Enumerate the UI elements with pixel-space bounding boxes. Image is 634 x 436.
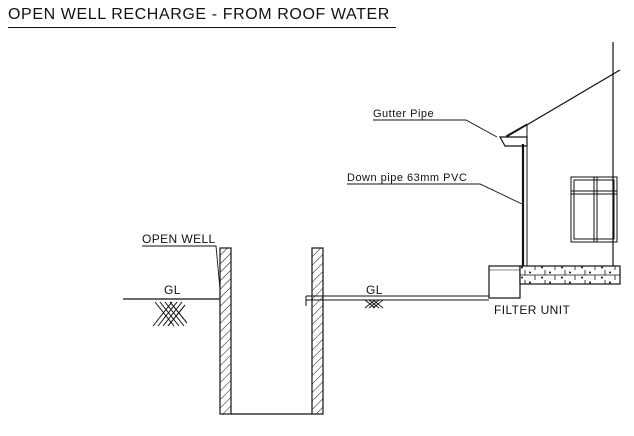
filter-unit-box [488, 265, 521, 299]
label-gutter-pipe: Gutter Pipe [373, 108, 434, 120]
gutter [498, 136, 528, 147]
well-wall-right [311, 247, 324, 415]
roof-line [502, 69, 621, 140]
label-open-well: OPEN WELL [142, 232, 216, 246]
well-wall-left [219, 247, 232, 415]
ground-hatch-left [152, 301, 188, 327]
ground-hatch-right [364, 299, 384, 309]
label-down-pipe: Down pipe 63mm PVC [347, 172, 467, 184]
title-underline [8, 27, 396, 28]
eave-underside [505, 123, 528, 137]
leaders [142, 119, 523, 290]
label-gl-left: GL [164, 283, 181, 297]
drawing-title: OPEN WELL RECHARGE - FROM ROOF WATER [8, 6, 390, 23]
label-gl-right: GL [366, 283, 383, 297]
window [570, 176, 618, 243]
plinth-band [519, 265, 621, 285]
label-filter-unit: FILTER UNIT [494, 303, 570, 317]
